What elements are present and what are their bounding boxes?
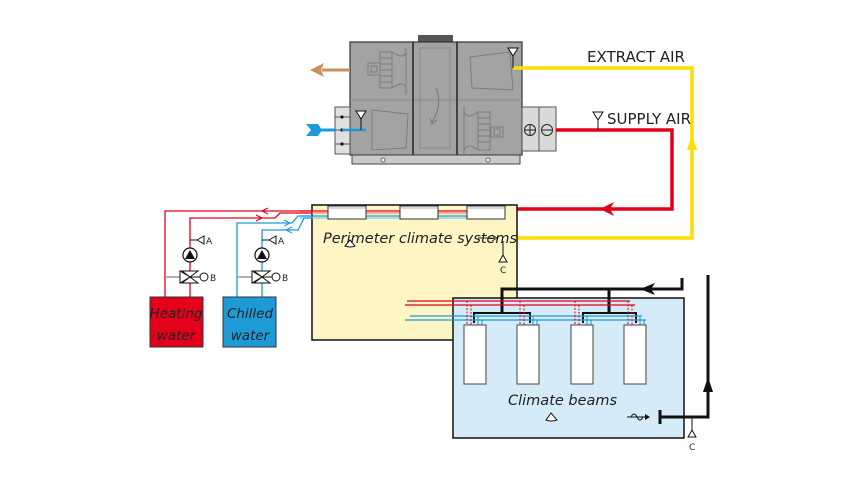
climate-beam-unit [623,324,647,385]
supply-air-label: SUPPLY AIR [607,110,691,128]
heating-cooling-coils [521,106,557,152]
chilled-label-1: Chilled [227,306,274,322]
valve-b-label: B [282,274,288,284]
climate-beam-unit [516,324,540,385]
climate-beam-unit [463,324,487,385]
climate-beams-label: Climate beams [508,393,618,409]
sensor-c-label: C [500,266,506,276]
perimeter-room [300,204,518,341]
room-sensor-icon [344,239,356,248]
exhaust-air-arrow [310,63,350,77]
supply-air-duct [517,111,674,216]
valve-a-label: A [278,237,285,247]
valve-a-label: A [206,237,213,247]
chilled-pump-valve [251,235,281,284]
perimeter-unit [327,205,367,220]
exhaust-fan-icon [367,48,407,95]
valve-b-label: B [210,274,216,284]
heating-label-1: Heating [150,306,203,322]
intake-filter-icon [371,109,409,151]
climate-beam-unit [570,324,594,385]
sensor-c-label: C [689,443,695,453]
supply-sensor-icon [592,111,604,121]
chilled-water-loop [236,215,312,297]
heating-water-loop [164,207,312,297]
c-sensor-icon [687,428,697,438]
perimeter-unit [399,205,439,220]
air-handling-unit [334,35,557,165]
c-sensor-icon [498,253,508,263]
extract-air-duct [497,47,697,240]
extract-air-label: EXTRACT AIR [587,48,685,66]
intake-sensor-icon [355,110,367,130]
perimeter-label: Perimeter climate systems [323,231,518,247]
heating-water-tank [149,296,204,348]
extract-filter-icon [469,51,514,91]
chilled-label-2: water [231,328,271,344]
heating-label-2: water [157,328,197,344]
perimeter-unit [466,205,506,220]
extract-sensor-icon [507,47,519,57]
room-sensor-icon [545,412,558,422]
outdoor-air-arrow [306,124,366,136]
supply-fan-icon [463,106,504,155]
chilled-water-tank [222,296,277,348]
climate-beams-room [405,275,713,439]
heating-pump-valve [179,235,209,284]
